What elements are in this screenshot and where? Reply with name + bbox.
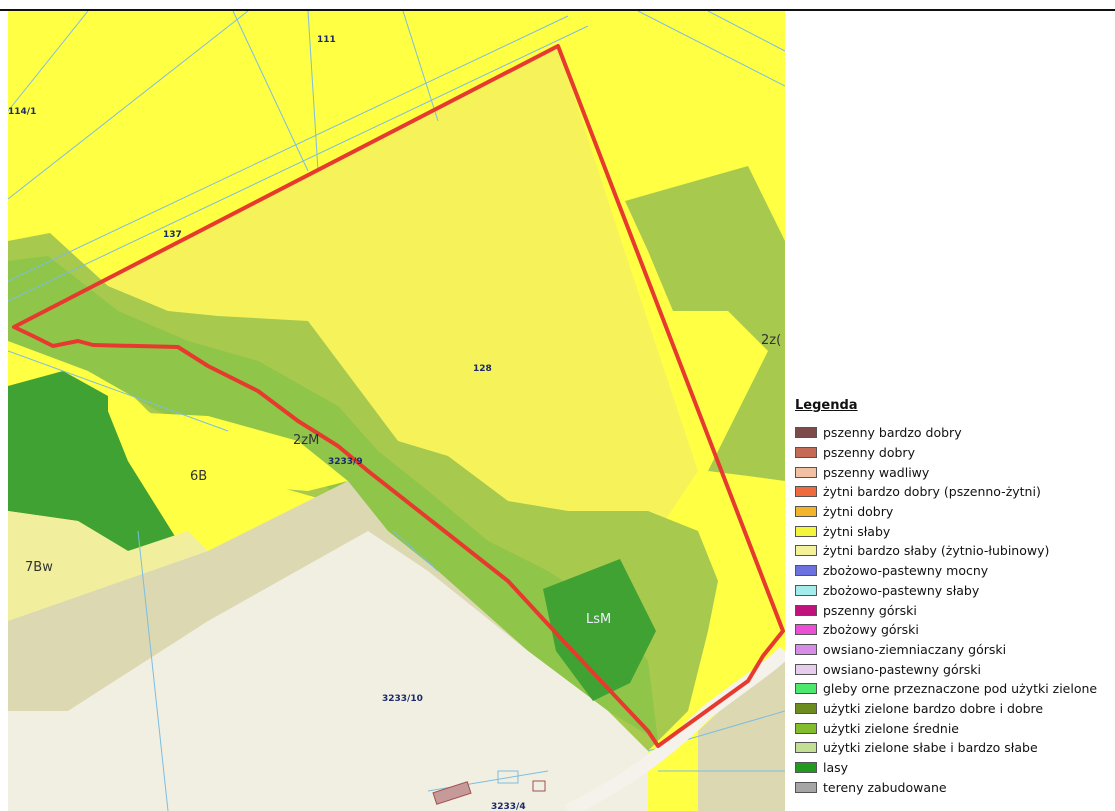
- parcel-label-114-1: 114/1: [8, 107, 36, 117]
- legend-swatch: [795, 525, 817, 537]
- legend-swatch: [795, 466, 817, 478]
- soil-area-LsM: [543, 559, 656, 701]
- legend-item: owsiano-pastewny górski: [795, 659, 1115, 679]
- legend-item-label: żytni dobry: [823, 504, 894, 520]
- legend-item: zbożowo-pastewny mocny: [795, 561, 1115, 581]
- legend-item: pszenny bardzo dobry: [795, 423, 1115, 443]
- legend-item-label: użytki zielone średnie: [823, 720, 959, 736]
- legend-item-label: pszenny bardzo dobry: [823, 425, 962, 441]
- legend-item-label: owsiano-ziemniaczany górski: [823, 641, 1007, 657]
- legend-item: żytni słaby: [795, 521, 1115, 541]
- legend-item: żytni bardzo słaby (żytnio-łubinowy): [795, 541, 1115, 561]
- legend-item: gleby orne przeznaczone pod użytki zielo…: [795, 679, 1115, 699]
- legend-item-label: użytki zielone bardzo dobre i dobre: [823, 700, 1044, 716]
- legend-item-label: lasy: [823, 760, 849, 776]
- soil-area-6B: [108, 411, 348, 541]
- parcel-label-3233-4: 3233/4: [491, 802, 526, 811]
- legend-item-label: pszenny górski: [823, 602, 917, 618]
- parcel-label-3233-9: 3233/9: [328, 457, 363, 467]
- legend-item: pszenny wadliwy: [795, 462, 1115, 482]
- soil-area-parcel-light: [18, 46, 698, 531]
- soil-area-lasy-left: [8, 371, 178, 551]
- legend-swatch: [795, 702, 817, 714]
- soil-area-7Bw: [8, 511, 208, 621]
- legend-item-label: zbożowy górski: [823, 622, 919, 638]
- legend-item: zbożowy górski: [795, 620, 1115, 640]
- building-3: [532, 780, 546, 792]
- legend-item-label: żytni słaby: [823, 523, 891, 539]
- legend-swatch: [795, 584, 817, 596]
- legend-item: lasy: [795, 758, 1115, 778]
- legend-item-label: pszenny wadliwy: [823, 464, 930, 480]
- legend-swatch: [795, 781, 817, 793]
- legend-item: zbożowo-pastewny słaby: [795, 581, 1115, 601]
- legend-swatch: [795, 486, 817, 498]
- legend-item: użytki zielone bardzo dobre i dobre: [795, 699, 1115, 719]
- legend-item-label: żytni bardzo dobry (pszenno-żytni): [823, 484, 1041, 500]
- soil-label-7Bw: 7Bw: [25, 560, 53, 575]
- parcel-label-128: 128: [473, 364, 492, 374]
- legend-item-label: pszenny dobry: [823, 445, 915, 461]
- legend-item-label: zbożowo-pastewny mocny: [823, 563, 989, 579]
- legend-item-label: gleby orne przeznaczone pod użytki zielo…: [823, 681, 1098, 697]
- legend-swatch: [795, 604, 817, 616]
- legend-swatch: [795, 506, 817, 518]
- soil-label-LsM: LsM: [586, 612, 611, 627]
- parcel-label-137: 137: [163, 230, 182, 240]
- legend-item-label: użytki zielone słabe i bardzo słabe: [823, 740, 1038, 756]
- legend-swatch: [795, 663, 817, 675]
- legend-swatch: [795, 742, 817, 754]
- legend-swatch: [795, 545, 817, 557]
- legend-item-label: zbożowo-pastewny słaby: [823, 582, 980, 598]
- legend-swatch: [795, 683, 817, 695]
- building-2: [497, 770, 519, 784]
- soil-label-2z: 2z(: [761, 333, 781, 348]
- legend-swatch: [795, 722, 817, 734]
- legend-swatch: [795, 762, 817, 774]
- parcel-label-3233-10: 3233/10: [382, 694, 423, 704]
- property-boundary: [12, 44, 785, 748]
- legend-item: użytki zielone słabe i bardzo słabe: [795, 738, 1115, 758]
- legend-title: Legenda: [795, 398, 858, 413]
- legend-item-label: owsiano-pastewny górski: [823, 661, 981, 677]
- legend-item-label: tereny zabudowane: [823, 779, 947, 795]
- legend-item: żytni dobry: [795, 502, 1115, 522]
- soil-label-2zM: 2zM: [293, 433, 319, 448]
- legend-item-label: żytni bardzo słaby (żytnio-łubinowy): [823, 543, 1050, 559]
- legend-item: owsiano-ziemniaczany górski: [795, 640, 1115, 660]
- legend-item: użytki zielone średnie: [795, 718, 1115, 738]
- soil-map[interactable]: 111 114/1 137 128 2zM 2z( 6B 3233/9 7Bw …: [8, 11, 785, 811]
- soil-area-2zM: [8, 256, 658, 741]
- legend-item: pszenny górski: [795, 600, 1115, 620]
- legend-swatch: [795, 565, 817, 577]
- legend-list: pszenny bardzo dobry pszenny dobry pszenny…: [795, 423, 1115, 797]
- soil-area-tereny: [8, 531, 648, 811]
- legend-item: pszenny dobry: [795, 443, 1115, 463]
- soil-area-2z-right: [625, 166, 785, 481]
- legend: Legenda pszenny bardzo dobry pszenny dobr…: [795, 398, 1115, 797]
- parcel-label-111: 111: [317, 35, 336, 45]
- legend-swatch: [795, 447, 817, 459]
- legend-swatch: [795, 427, 817, 439]
- road: [564, 646, 785, 811]
- legend-item: żytni bardzo dobry (pszenno-żytni): [795, 482, 1115, 502]
- soil-label-6B: 6B: [190, 469, 207, 484]
- building-1: [432, 781, 472, 805]
- legend-swatch: [795, 624, 817, 636]
- legend-swatch: [795, 643, 817, 655]
- top-border: [0, 9, 1115, 11]
- legend-item: tereny zabudowane: [795, 777, 1115, 797]
